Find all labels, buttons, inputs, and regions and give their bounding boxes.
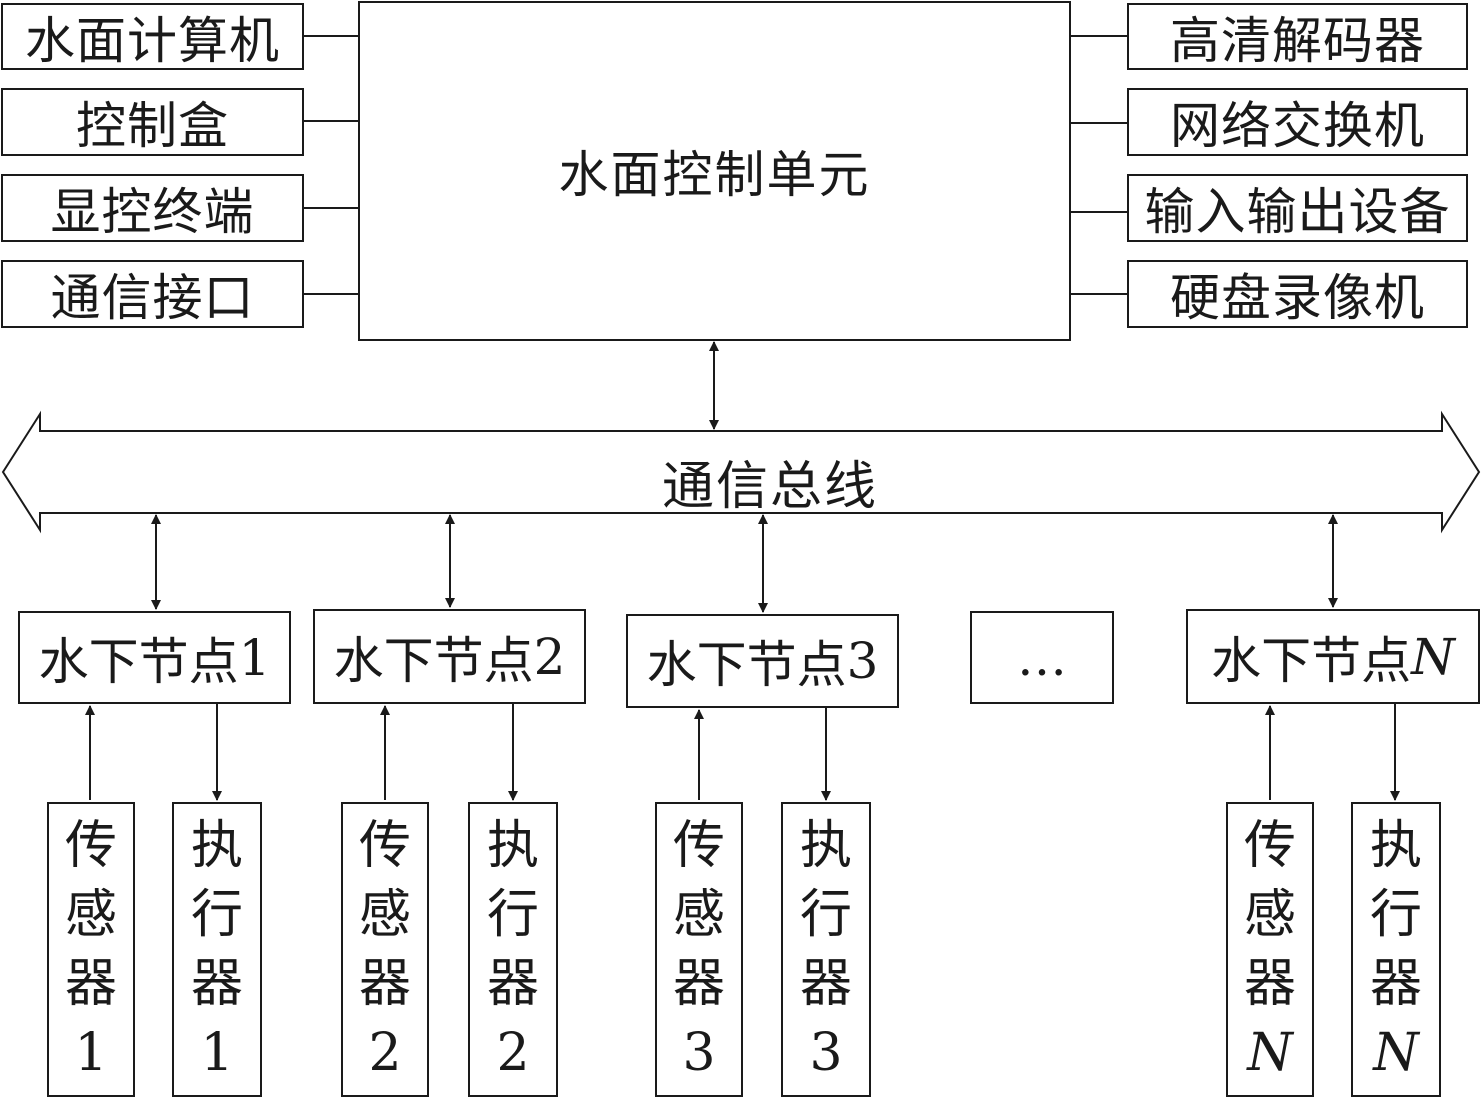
node-index: N [1411,627,1455,686]
left-device-4: 通信接口 [1,260,304,328]
left-device-label: 水面计算机 [25,11,280,70]
sensor-index: 1 [74,1022,108,1083]
left-device-label: 控制盒 [76,97,229,155]
sensor-char: 感 [358,885,411,946]
sensor-3: 传 感 器 3 [655,802,743,1097]
actuator-char: 器 [190,953,243,1014]
control-unit: 水面控制单元 [358,1,1071,341]
actuator-2: 执 行 器 2 [468,802,558,1097]
sensor-2: 传 感 器 2 [341,802,429,1097]
right-device-label: 网络交换机 [1170,97,1425,155]
actuator-char: 执 [486,816,539,877]
actuator-char: 器 [799,953,852,1014]
actuator-char: 行 [190,885,243,946]
sensor-index: N [1247,1022,1293,1083]
sensor-char: 感 [1243,885,1296,946]
right-device-1: 高清解码器 [1127,3,1468,70]
actuator-char: 执 [799,816,852,877]
node-index: 3 [846,632,879,690]
right-device-label: 高清解码器 [1170,11,1425,70]
actuator-index: 2 [496,1022,530,1083]
actuator-index: N [1373,1022,1419,1083]
node-label: 水下节点 [333,631,534,690]
left-device-3: 显控终端 [1,174,304,242]
actuator-char: 器 [486,953,539,1014]
right-device-2: 网络交换机 [1127,88,1468,156]
sensor-char: 器 [672,953,725,1014]
left-device-1: 水面计算机 [1,3,304,70]
sensor-1: 传 感 器 1 [47,802,135,1097]
sensor-char: 感 [672,885,725,946]
sensor-index: 2 [368,1022,402,1083]
node-index: 2 [533,627,566,686]
left-device-label: 通信接口 [50,269,255,327]
actuator-n: 执 行 器 N [1351,802,1441,1097]
actuator-index: 1 [200,1022,234,1083]
node-index: 1 [238,628,271,687]
sensor-char: 传 [672,816,725,877]
left-device-label: 显控终端 [50,183,255,241]
ellipsis-label: … [1017,628,1067,687]
sensor-char: 传 [1243,816,1296,877]
bus-shape [1,410,1481,534]
left-device-2: 控制盒 [1,88,304,156]
actuator-1: 执 行 器 1 [172,802,262,1097]
actuator-char: 行 [486,885,539,946]
sensor-char: 感 [64,885,117,946]
actuator-char: 执 [1369,816,1422,877]
actuator-3: 执 行 器 3 [781,802,871,1097]
right-device-label: 硬盘录像机 [1170,269,1425,327]
right-device-4: 硬盘录像机 [1127,260,1468,328]
right-device-3: 输入输出设备 [1127,174,1468,242]
sensor-index: 3 [682,1022,716,1083]
node-label: 水下节点 [38,632,239,691]
node-label: 水下节点 [1211,631,1412,690]
actuator-char: 执 [190,816,243,877]
sensor-char: 传 [64,816,117,877]
actuator-index: 3 [809,1022,843,1083]
sensor-char: 器 [1243,953,1296,1014]
actuator-char: 行 [1369,885,1422,946]
right-device-label: 输入输出设备 [1144,183,1451,241]
sensor-n: 传 感 器 N [1226,802,1314,1097]
sensor-char: 器 [64,953,117,1014]
bus-label: 通信总线 [661,457,878,517]
actuator-char: 器 [1369,953,1422,1014]
sensor-char: 传 [358,816,411,877]
node-label: 水下节点 [646,636,847,694]
node-ellipsis: … [970,611,1114,704]
sensor-char: 器 [358,953,411,1014]
control-unit-label: 水面控制单元 [558,146,871,204]
actuator-char: 行 [799,885,852,946]
